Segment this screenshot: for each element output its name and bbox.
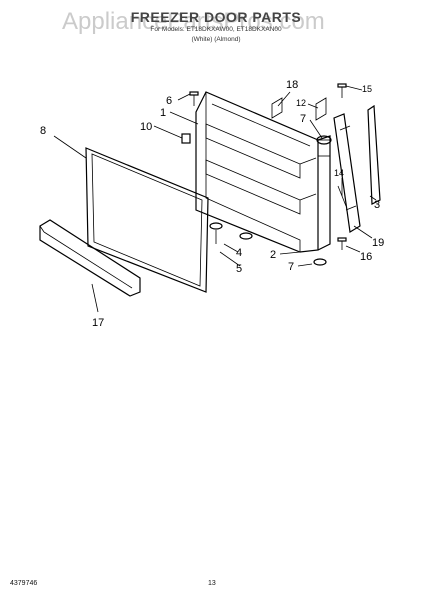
callout-12: 12 <box>296 98 306 108</box>
watermark: AppliancePartsPros.com <box>62 8 325 35</box>
callout-1: 1 <box>160 107 166 119</box>
screw-part-15 <box>337 83 347 98</box>
callout-14: 14 <box>334 168 344 178</box>
cam-part <box>317 139 331 157</box>
screw-part-16 <box>337 237 347 250</box>
callout-2: 2 <box>270 249 276 261</box>
trim-strip-part <box>367 104 381 205</box>
callout-18: 18 <box>286 79 298 91</box>
door-liner-part <box>195 91 331 253</box>
block-part <box>181 133 191 144</box>
callout-6: 6 <box>166 95 172 107</box>
door-bin-part <box>39 219 141 297</box>
page-number: 13 <box>208 580 216 587</box>
spacer-part <box>239 232 253 240</box>
callout-15: 15 <box>362 84 372 94</box>
callout-8: 8 <box>40 125 46 137</box>
screw-part-6 <box>189 91 199 106</box>
callout-10: 10 <box>140 121 152 133</box>
callout-19: 19 <box>372 237 384 249</box>
callout-16: 16 <box>360 251 372 263</box>
document-number: 4379746 <box>10 580 38 587</box>
model-numbers: For Models: ET18DKXAW00, ET18DKXAN00 <box>150 26 282 33</box>
bushing-lower-part <box>313 258 327 266</box>
callout-5: 5 <box>236 263 242 275</box>
callout-4: 4 <box>236 247 242 259</box>
color-labels: (White) (Almond) <box>191 36 241 43</box>
door-gasket-part <box>85 147 209 293</box>
handle-part <box>333 113 361 233</box>
callout-7-upper: 7 <box>300 113 306 125</box>
washer-part <box>209 222 223 230</box>
hinge-cover-part <box>315 97 327 121</box>
bushing-upper-part <box>316 135 332 145</box>
label-part <box>271 97 283 119</box>
callout-17: 17 <box>92 317 104 329</box>
page-title: FREEZER DOOR PARTS <box>130 9 302 25</box>
callout-3: 3 <box>374 199 380 211</box>
callout-7-lower: 7 <box>288 261 294 273</box>
